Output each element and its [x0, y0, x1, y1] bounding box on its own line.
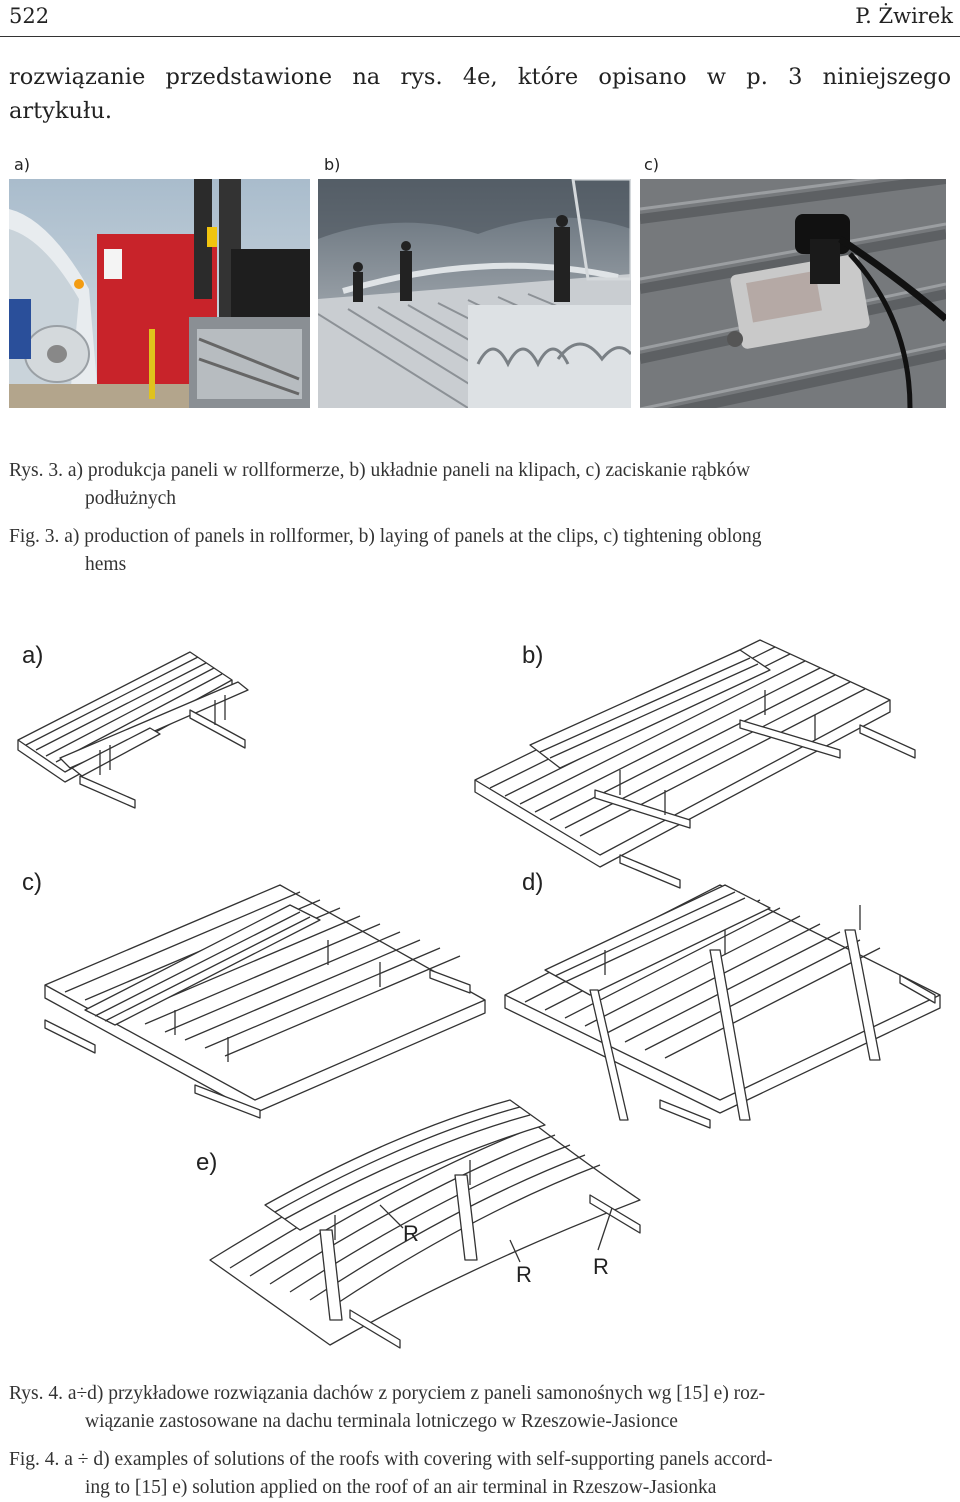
fig4-caption-pl-cont: wiązanie zastosowane na dachu terminala … [85, 1411, 678, 1432]
drawing-c [44, 884, 486, 1119]
fig3-photo-seaming-machine [640, 179, 946, 408]
fig4-caption-pl-label: Rys. 4. [9, 1383, 63, 1404]
fig3-label-a: a) [14, 155, 31, 174]
running-author: P. Żwirek [855, 4, 953, 28]
fig3-caption-en-text: a) production of panels in rollformer, b… [64, 526, 762, 547]
fig3-label-b: b) [324, 155, 341, 174]
fig4-caption-en: Fig. 4. a ÷ d) examples of solutions of … [9, 1446, 944, 1502]
fig3-caption-pl-text: a) produkcja paneli w rollformerze, b) u… [67, 460, 751, 481]
body-line-1: rozwiązanie przedstawione na rys. 4e, kt… [9, 64, 951, 90]
page-number: 522 [9, 4, 50, 28]
fig3-caption-en-label: Fig. 3. [9, 526, 60, 547]
radius-label-3: R [593, 1254, 609, 1279]
fig4-caption-pl: Rys. 4. a÷d) przykładowe rozwiązania dac… [9, 1380, 944, 1436]
fig4-caption-en-cont: ing to [15] e) solution applied on the r… [85, 1477, 717, 1498]
radius-label-1: R [403, 1221, 419, 1246]
drawing-a [17, 651, 249, 809]
body-line-2: artykułu. [9, 98, 112, 124]
drawing-e [209, 1099, 641, 1349]
fig3-caption-en-cont: hems [85, 554, 127, 575]
fig4-label-a: a) [22, 642, 43, 669]
fig4-caption-pl-text: a÷d) przykładowe rozwiązania dachów z po… [67, 1383, 766, 1404]
fig3-caption-pl-cont: podłużnych [85, 488, 176, 509]
page-header: 522 P. Żwirek [0, 0, 960, 37]
fig3-photo-rollformer [9, 179, 310, 408]
fig4-drawings: a) b) c) d) e) R R R [0, 600, 960, 1360]
fig4-label-c: c) [22, 869, 42, 896]
drawing-b [474, 639, 916, 889]
fig4-label-b: b) [522, 642, 543, 669]
fig3-caption-en: Fig. 3. a) production of panels in rollf… [9, 523, 944, 579]
fig4-caption-en-text: a ÷ d) examples of solutions of the roof… [64, 1449, 773, 1470]
fig4-caption-en-label: Fig. 4. [9, 1449, 60, 1470]
fig4-label-e: e) [196, 1149, 217, 1176]
fig3-caption-pl-label: Rys. 3. [9, 460, 63, 481]
fig4-label-d: d) [522, 869, 543, 896]
fig4-svg: a) b) c) d) e) R R R [17, 639, 941, 1349]
body-paragraph: rozwiązanie przedstawione na rys. 4e, kt… [9, 60, 951, 128]
fig3-label-c: c) [644, 155, 660, 174]
fig3-caption-pl: Rys. 3. a) produkcja paneli w rollformer… [9, 457, 944, 513]
drawing-d [504, 884, 941, 1129]
fig3-photo-laying-panels [318, 179, 631, 408]
radius-label-2: R [516, 1262, 532, 1287]
